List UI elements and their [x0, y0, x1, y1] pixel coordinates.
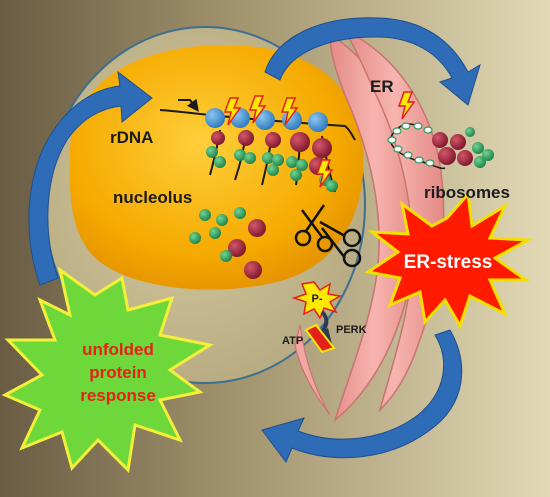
upr-label-line-1: unfolded: [82, 340, 154, 359]
scissors-icon: [294, 204, 334, 253]
lightning-icon: [223, 91, 416, 188]
nucleolus-label: nucleolus: [113, 188, 192, 207]
upr-starburst: [1, 266, 214, 474]
er-stress-starburst: [364, 190, 534, 330]
upr-label-line-2: protein: [89, 363, 147, 382]
curved-arrow-icon: [28, 70, 153, 286]
process-arrows: [28, 17, 481, 463]
er-stress-label: ER-stress: [404, 252, 493, 273]
nucleolar-particles: [189, 207, 266, 279]
er-label: ER: [370, 77, 394, 96]
phospho-label: P-: [312, 293, 323, 305]
rdna-strand: [159, 98, 356, 141]
er-bound-ribosomes: [387, 122, 494, 170]
rdna-label: rDNA: [110, 128, 153, 147]
perk-group: [291, 281, 343, 354]
curved-arrow-icon: [264, 17, 481, 106]
curved-arrow-icon: [261, 329, 463, 463]
ribosomes-label: ribosomes: [424, 183, 510, 202]
atp-label: ATP: [282, 335, 303, 347]
perk-label: PERK: [336, 324, 367, 336]
upr-label-line-3: response: [80, 386, 156, 405]
scissors-icon: [319, 220, 362, 268]
ribonucleoprotein-beads: [206, 130, 338, 192]
